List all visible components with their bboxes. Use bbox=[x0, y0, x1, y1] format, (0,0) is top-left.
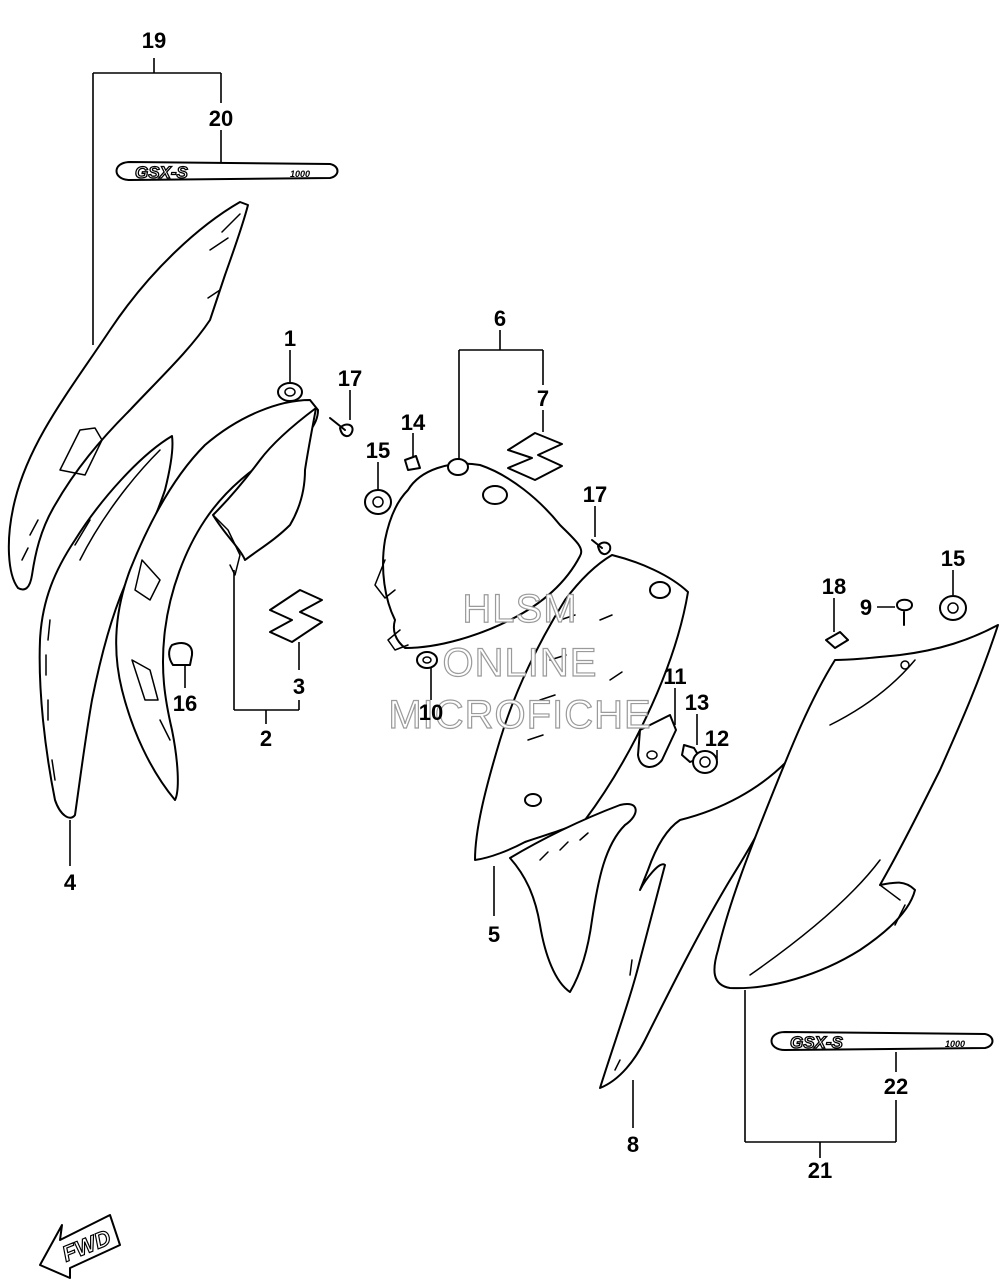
callout-3: 3 bbox=[293, 674, 305, 699]
part-15-grommet-right bbox=[939, 595, 967, 621]
part-14-clip bbox=[404, 455, 421, 471]
callout-14: 14 bbox=[401, 410, 426, 435]
part-17-screw-right bbox=[591, 539, 612, 556]
part-2-inner-panel-assembly bbox=[115, 399, 319, 801]
callout-21: 21 bbox=[808, 1158, 832, 1183]
callout-12: 12 bbox=[705, 726, 729, 751]
badge-lower-main: GSX-S bbox=[790, 1033, 844, 1052]
callout-11: 11 bbox=[663, 664, 686, 689]
part-7-suzuki-emblem-right bbox=[507, 432, 563, 481]
part-12-grommet bbox=[692, 750, 718, 774]
callout-15-left: 15 bbox=[366, 438, 390, 463]
watermark: HLSM ONLINE MICROFICHE bbox=[388, 586, 652, 737]
part-22-gsxs-badge-lower: GSX-S 1000 bbox=[770, 1031, 994, 1053]
callout-16: 16 bbox=[173, 691, 197, 716]
callout-19: 19 bbox=[142, 28, 166, 53]
callout-17-left: 17 bbox=[338, 366, 362, 391]
part-3-suzuki-emblem-left bbox=[269, 589, 323, 643]
part-2-inner-cover bbox=[212, 407, 317, 576]
part-8-lower-side-cowl bbox=[599, 757, 791, 1089]
callout-8: 8 bbox=[627, 1132, 639, 1157]
part-15-grommet-left bbox=[364, 489, 392, 515]
callout-4: 4 bbox=[64, 870, 77, 895]
watermark-line-3: MICROFICHE bbox=[388, 693, 651, 737]
part-1-grommet bbox=[277, 382, 303, 402]
callout-1: 1 bbox=[284, 326, 296, 351]
callout-17-right: 17 bbox=[583, 482, 607, 507]
callout-labels: 19 20 1 17 6 7 14 15 17 15 18 9 3 11 16 … bbox=[64, 28, 965, 1183]
leader-lines bbox=[69, 58, 954, 1158]
part-20-gsxs-badge-upper: GSX-S 1000 bbox=[115, 161, 339, 183]
part-16-plug bbox=[168, 642, 194, 666]
part-17-screw-left bbox=[329, 417, 354, 438]
callout-15-right: 15 bbox=[941, 546, 965, 571]
callout-13: 13 bbox=[685, 690, 709, 715]
part-5-side-cowl-inner bbox=[474, 554, 689, 861]
part-5-lower-duct bbox=[509, 803, 637, 993]
callout-20: 20 bbox=[209, 106, 233, 131]
part-9-screw bbox=[896, 598, 913, 626]
part-11-bracket bbox=[637, 714, 677, 768]
part-18-nut bbox=[825, 631, 849, 649]
badge-lower-sub: 1000 bbox=[945, 1039, 965, 1049]
callout-5: 5 bbox=[488, 922, 500, 947]
callout-18: 18 bbox=[822, 574, 846, 599]
callout-22: 22 bbox=[884, 1074, 908, 1099]
part-6-center-cowl bbox=[374, 458, 583, 651]
badge-upper-main: GSX-S bbox=[135, 163, 189, 182]
watermark-line-2: ONLINE bbox=[443, 641, 598, 685]
watermark-line-1: HLSM bbox=[462, 587, 577, 631]
callout-2: 2 bbox=[260, 726, 272, 751]
callout-6: 6 bbox=[494, 306, 506, 331]
callout-7: 7 bbox=[537, 386, 549, 411]
badge-upper-sub: 1000 bbox=[290, 169, 310, 179]
part-19-front-cowl-left bbox=[7, 201, 249, 591]
part-21-side-cowl-right bbox=[713, 624, 999, 990]
callout-10: 10 bbox=[419, 700, 443, 725]
fwd-arrow-icon: FWD bbox=[39, 1214, 121, 1279]
part-10-fastener bbox=[416, 651, 438, 669]
callout-9: 9 bbox=[860, 595, 872, 620]
